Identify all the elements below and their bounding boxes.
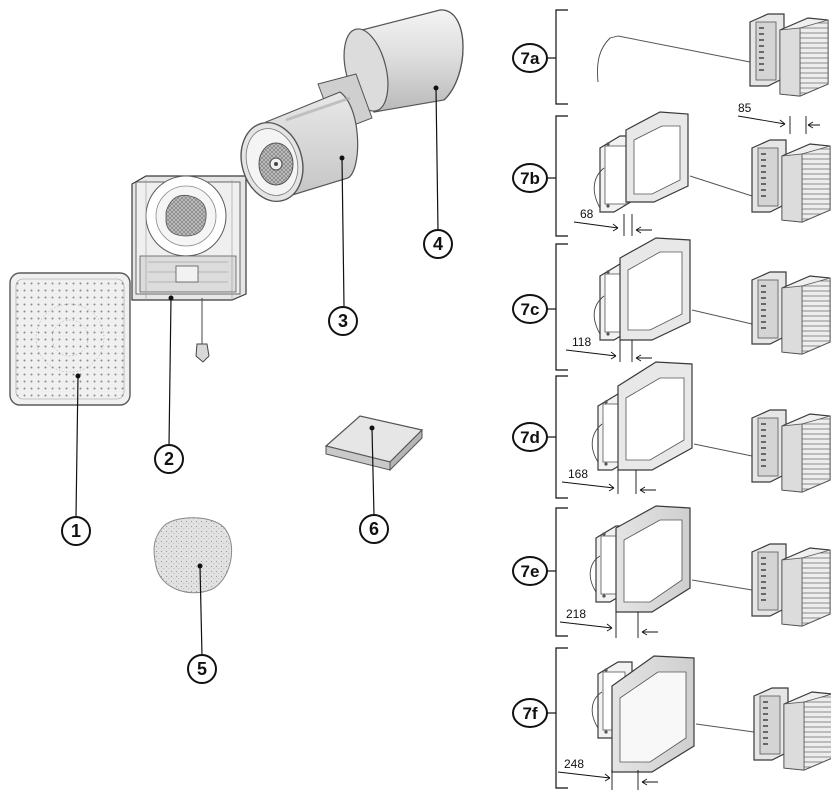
variant-7a: 85 <box>597 13 829 134</box>
variant-7f: 248 <box>557 655 831 790</box>
variant-brackets <box>555 9 568 789</box>
variant-7d: 168 <box>561 361 831 494</box>
callout-1-label: 1 <box>71 521 81 541</box>
variant-label-7c: 7c <box>512 294 556 324</box>
variant-label-7d: 7d <box>512 422 556 452</box>
dimension-7c: 118 <box>572 335 591 349</box>
callout-2: 2 <box>154 444 184 474</box>
variant-label-7f: 7f <box>512 698 556 728</box>
variant-7e: 218 <box>559 505 831 638</box>
callout-3: 3 <box>328 306 358 336</box>
callout-6-label: 6 <box>369 519 379 539</box>
callout-4: 4 <box>423 229 453 259</box>
variant-label-7b: 7b <box>512 163 556 193</box>
variant-label-7a: 7a <box>512 43 556 73</box>
fan-unit <box>131 175 247 363</box>
svg-text:7b: 7b <box>520 169 540 188</box>
callout-3-label: 3 <box>338 311 348 331</box>
callout-2-label: 2 <box>164 449 174 469</box>
svg-text:7d: 7d <box>520 428 540 447</box>
dimension-7e: 218 <box>566 607 586 621</box>
variant-label-7e: 7e <box>512 556 556 586</box>
filter-pad <box>153 517 233 594</box>
tube-assembly <box>240 9 464 203</box>
variant-7c: 118 <box>565 237 831 362</box>
dimension-7d: 168 <box>568 467 588 481</box>
svg-text:7a: 7a <box>521 49 540 68</box>
callout-5-label: 5 <box>197 659 207 679</box>
callout-5: 5 <box>187 654 217 684</box>
dimension-7f: 248 <box>564 757 584 771</box>
dimension-7b: 68 <box>580 207 594 221</box>
svg-text:7c: 7c <box>521 300 540 319</box>
callout-4-label: 4 <box>433 234 443 254</box>
svg-text:7e: 7e <box>521 562 540 581</box>
callout-1: 1 <box>61 516 91 546</box>
callout-6: 6 <box>359 514 389 544</box>
svg-text:7f: 7f <box>522 704 537 723</box>
foam-block <box>324 415 424 472</box>
cover-panel <box>9 272 131 406</box>
variant-7b: 68 <box>573 111 831 236</box>
dimension-7a: 85 <box>738 101 752 115</box>
